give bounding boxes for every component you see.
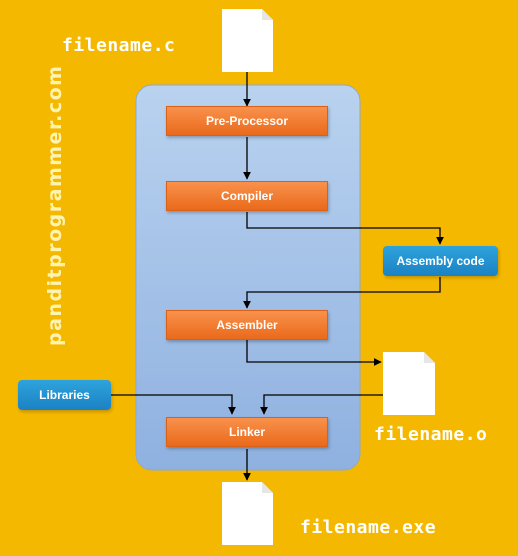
arrow-assembler-to-object-file — [246, 340, 382, 366]
arrow-object-file-to-linker — [260, 394, 383, 415]
process-panel — [135, 84, 361, 471]
source-file-icon — [222, 9, 273, 72]
compiler-step: Compiler — [166, 181, 328, 211]
object-file-icon — [383, 352, 435, 415]
assembler-step: Assembler — [166, 310, 328, 340]
arrow-compiler-to-assembly-code — [246, 212, 444, 245]
arrow-libraries-to-linker — [110, 394, 236, 415]
arrow-assembly-code-to-assembler — [243, 277, 441, 309]
object-file-label: filename.o — [374, 424, 488, 445]
preprocessor-step: Pre-Processor — [166, 106, 328, 136]
linker-step: Linker — [166, 417, 328, 447]
assembly-code-box: Assembly code — [383, 246, 498, 276]
source-file-label: filename.c — [62, 35, 176, 56]
libraries-box: Libraries — [18, 380, 111, 410]
executable-file-icon — [222, 482, 273, 545]
watermark-text: panditprogrammer.com — [44, 64, 66, 346]
executable-file-label: filename.exe — [300, 517, 437, 538]
